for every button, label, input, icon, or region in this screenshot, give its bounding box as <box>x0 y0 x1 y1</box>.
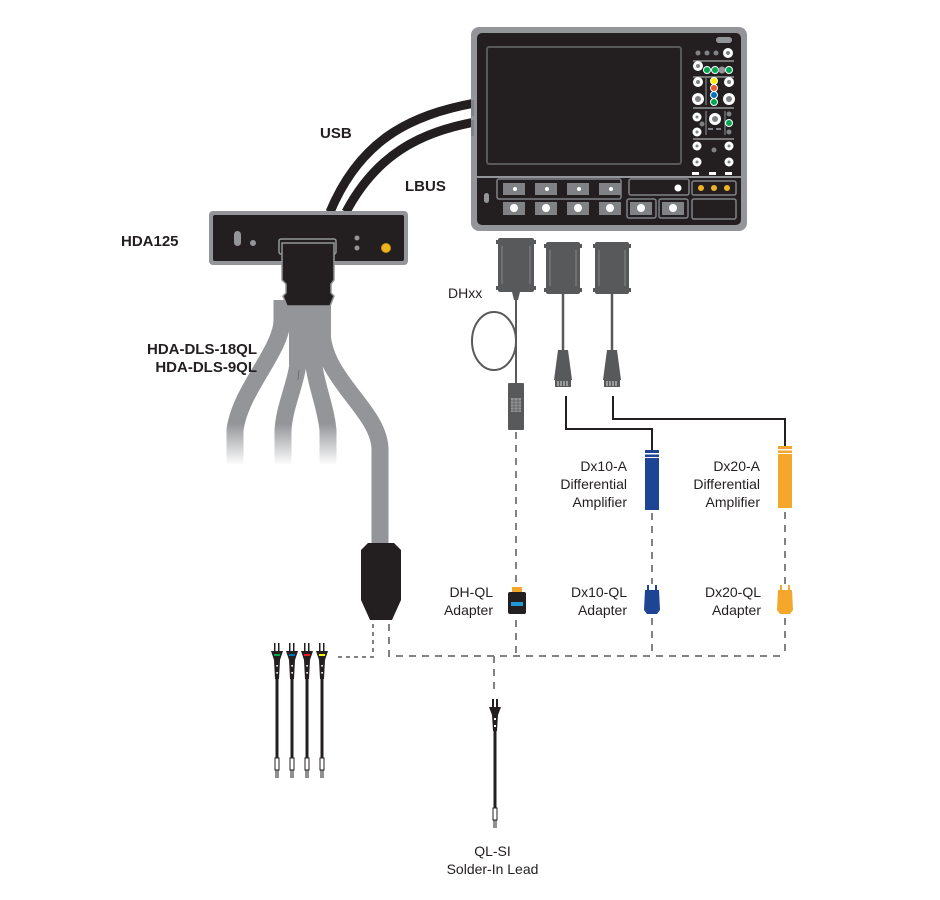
digital-lead <box>286 643 298 778</box>
hda125-label: HDA125 <box>121 233 179 250</box>
dx20-a-amplifier <box>778 446 792 508</box>
dx10-a-amplifier <box>645 450 659 510</box>
lbus-cable <box>342 117 476 215</box>
usb-label: USB <box>320 125 352 142</box>
lead-color-band <box>304 654 310 656</box>
dashed-connection-leadset <box>338 624 374 658</box>
digital-lead <box>316 643 328 778</box>
lbus-label: LBUS <box>405 178 446 195</box>
dx10a-name: Dx10-A <box>580 458 627 474</box>
dx10-ql-adapter <box>644 585 660 614</box>
digital-leads <box>271 643 328 778</box>
ql-si-line2: Solder-In Lead <box>446 861 539 877</box>
dx10a-line2: Differential <box>560 476 627 492</box>
dx20-ql-line2: Adapter <box>711 602 761 618</box>
ql-si-lead <box>489 699 501 828</box>
dx20a-line2: Differential <box>693 476 760 492</box>
oscilloscope <box>471 27 747 231</box>
digital-lead <box>271 643 283 778</box>
digital-lead <box>301 643 313 778</box>
lead-color-band <box>289 654 295 656</box>
dx10-ql-line2: Adapter <box>577 602 627 618</box>
usb-cable <box>325 98 476 214</box>
dls-connector-end <box>361 543 401 620</box>
scope-indicator <box>484 193 489 203</box>
hda125-unit <box>209 211 408 307</box>
dx20a-line3: Amplifier <box>705 494 760 510</box>
dh-ql-adapter <box>508 587 526 614</box>
dx10a-line3: Amplifier <box>572 494 627 510</box>
dx10-ql-name: Dx10-QL <box>570 584 627 600</box>
scope-front-panel-controls <box>692 37 735 175</box>
scope-screen <box>486 46 682 165</box>
dh-ql-name: DH-QL <box>449 584 493 600</box>
dx10-probe-body <box>544 242 653 450</box>
hda-dls-18ql-label: HDA-DLS-18QL <box>146 341 257 358</box>
hda-dls-cable <box>226 300 401 620</box>
scope-channel-inputs <box>496 178 737 220</box>
dashed-connections <box>388 432 786 690</box>
dhxx-probe <box>471 238 536 430</box>
dh-ql-line2: Adapter <box>443 602 493 618</box>
hda-dls-9ql-label: HDA-DLS-9QL <box>155 359 257 376</box>
dx20-ql-name: Dx20-QL <box>704 584 761 600</box>
dx20-probe-body <box>593 242 786 446</box>
dhxx-label: DHxx <box>448 285 483 301</box>
dx20-ql-adapter <box>777 585 793 614</box>
ql-si-name: QL-SI <box>474 843 511 859</box>
lead-color-band <box>319 654 325 656</box>
dx20a-name: Dx20-A <box>713 458 760 474</box>
lead-color-band <box>274 654 280 656</box>
